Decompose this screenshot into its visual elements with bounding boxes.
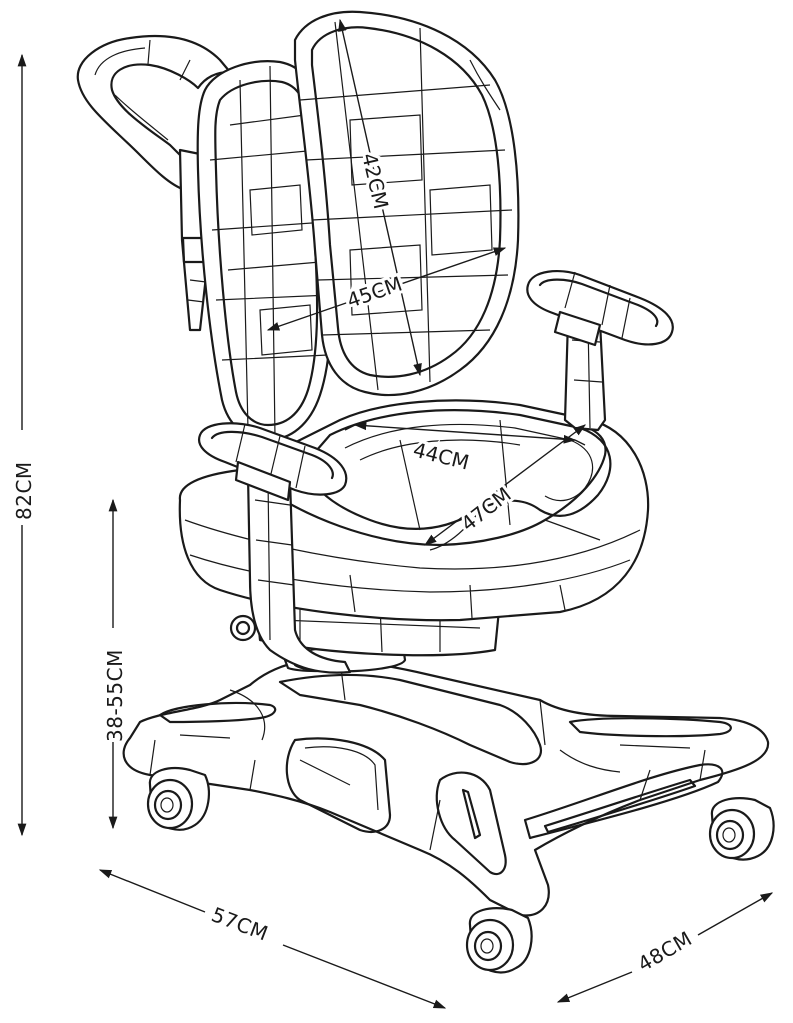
- caster-front: [465, 907, 533, 974]
- seat-height-dimension: 38-55CM: [103, 498, 127, 830]
- total-height-label: 82CM: [12, 461, 36, 520]
- caster-right: [708, 797, 775, 861]
- total-height-dimension: 82CM: [12, 53, 36, 837]
- backrest-right: [293, 10, 520, 397]
- chair-base: [122, 658, 770, 917]
- backrest-left: [196, 60, 332, 442]
- base-width-label: 57CM: [208, 902, 271, 945]
- base-depth-label: 48CM: [634, 926, 697, 976]
- armrest-left: [198, 422, 352, 674]
- base-depth-dimension: 48CM: [556, 892, 774, 1003]
- armrest-right: [526, 270, 674, 432]
- base-width-dimension: 57CM: [98, 869, 447, 1009]
- seat-height-label: 38-55CM: [103, 649, 127, 742]
- caster-left: [146, 767, 210, 831]
